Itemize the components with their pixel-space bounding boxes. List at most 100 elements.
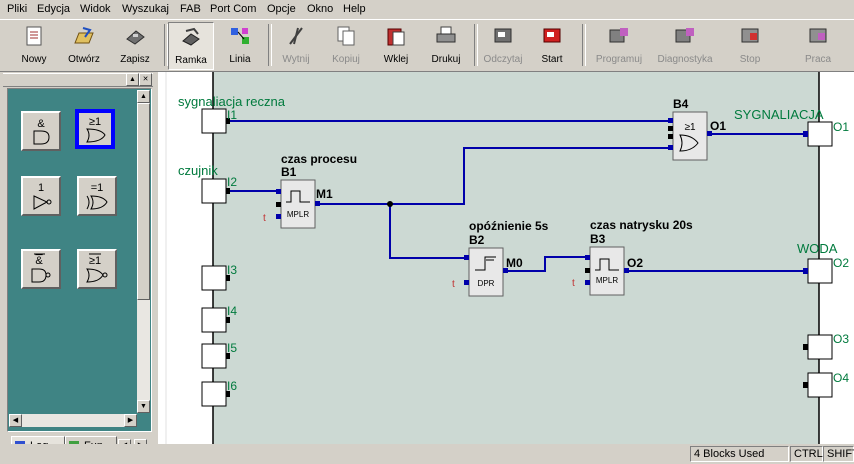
block-b4[interactable]: B4 ≥1 O1 [668, 97, 726, 161]
diagram-canvas[interactable]: I1 I2 I3 I4 I5 I6 sygnaliacja reczna czu… [158, 72, 854, 444]
new-button[interactable]: Nowy [12, 22, 56, 68]
menu-help[interactable]: Help [343, 3, 366, 15]
input-name-i1: sygnaliacja reczna [178, 94, 286, 109]
open-button[interactable]: Otwórz [62, 22, 106, 68]
input-terminal-i1[interactable] [201, 108, 227, 134]
block-b4-body [672, 111, 708, 161]
pin [226, 118, 230, 124]
frame-button[interactable]: Ramka [168, 22, 214, 70]
open-folder-icon [74, 27, 94, 44]
save-label: Zapisz [120, 54, 150, 65]
menu-widok[interactable]: Widok [80, 3, 111, 15]
read-button[interactable]: Odczytaj [478, 22, 528, 68]
input-terminal-i4[interactable] [201, 307, 227, 333]
menu-fab[interactable]: FAB [180, 3, 201, 15]
scroll-up-icon[interactable]: ▲ [137, 90, 150, 103]
output-id-o4: O4 [833, 371, 849, 385]
pin [707, 131, 712, 136]
run-button[interactable]: Praca [796, 22, 840, 68]
input-terminal-i6[interactable] [201, 381, 227, 407]
program-device-icon [609, 28, 628, 43]
stop-icon [741, 28, 759, 43]
output-id-o2: O2 [833, 256, 849, 270]
line-button[interactable]: Linia [218, 22, 262, 68]
copy-icon [337, 26, 355, 46]
pulse-icon [286, 190, 310, 203]
save-button[interactable]: Zapisz [113, 22, 157, 68]
block-b2-type: DPR [478, 279, 495, 288]
or-gate-button[interactable]: ≥1 [75, 109, 115, 149]
nor-gate-button[interactable]: ≥1 [77, 249, 117, 289]
pin [226, 317, 230, 323]
sidebar-grip [3, 73, 153, 87]
block-b2[interactable]: opóźnienie 5s B2 DPR t M0 [452, 219, 549, 297]
menu-wyszukaj[interactable]: Wyszukaj [122, 3, 169, 15]
input-terminal-i5[interactable] [201, 343, 227, 369]
block-b1-type: MPLR [287, 210, 309, 219]
menu-port-com[interactable]: Port Com [210, 3, 257, 15]
sidebar-close-icon[interactable]: ✕ [139, 73, 152, 86]
program-button[interactable]: Programuj [590, 22, 648, 68]
output-terminal-o3[interactable] [807, 334, 833, 360]
run-label: Praca [804, 54, 832, 65]
wire-m0-b3 [503, 256, 586, 272]
paste-button[interactable]: Wklej [374, 22, 418, 68]
palette-hscrollbar[interactable]: ◀ ▶ [9, 414, 137, 427]
not-gate-label: 1 [38, 182, 44, 194]
and-gate-icon: & [33, 118, 50, 145]
palette-scrollbar[interactable]: ▲ ▼ [137, 90, 150, 413]
block-b2-id: B2 [469, 233, 485, 247]
print-button[interactable]: Drukuj [424, 22, 468, 68]
copy-button[interactable]: Kopiuj [324, 22, 368, 68]
pin [226, 275, 230, 281]
and-gate-label: & [37, 118, 45, 130]
block-b3[interactable]: czas natrysku 20s B3 MPLR t O2 [572, 218, 693, 296]
cut-button[interactable]: Wytnij [274, 22, 318, 68]
line-label: Linia [229, 54, 251, 65]
toolbar: Nowy Otwórz Zapisz Ramka Linia Wytnij Ko… [0, 19, 854, 72]
diagnostics-button[interactable]: Diagnostyka [652, 22, 718, 68]
input-id-i5: I5 [227, 341, 237, 355]
stop-button[interactable]: Stop [728, 22, 772, 68]
block-b1[interactable]: czas procesu B1 MPLR t M1 [263, 152, 357, 229]
menu-okno[interactable]: Okno [307, 3, 334, 15]
cut-scissors-icon [289, 27, 303, 45]
palette-scroll-thumb[interactable] [137, 103, 150, 300]
sidebar-maximize-icon[interactable]: ▲ [126, 73, 139, 86]
output-name-o2: WODA [797, 241, 838, 256]
menu-opcje[interactable]: Opcje [267, 3, 296, 15]
block-b4-type: ≥1 [684, 122, 695, 133]
scroll-left-icon[interactable]: ◀ [9, 414, 22, 427]
block-b3-type: MPLR [596, 276, 618, 285]
not-gate-button[interactable]: 1 [21, 176, 61, 216]
pin [276, 214, 281, 219]
stop-label: Stop [739, 54, 761, 65]
scroll-down-icon[interactable]: ▼ [137, 400, 150, 413]
toolbar-separator [582, 24, 586, 66]
pin [226, 391, 230, 397]
block-b3-out: O2 [627, 256, 643, 270]
scroll-right-icon[interactable]: ▶ [124, 414, 137, 427]
xor-gate-button[interactable]: =1 [77, 176, 117, 216]
menu-edycja[interactable]: Edycja [37, 3, 71, 15]
pin [226, 353, 230, 359]
input-terminal-i3[interactable] [201, 265, 227, 291]
input-id-i1: I1 [227, 108, 237, 122]
nand-gate-button[interactable]: & [21, 249, 61, 289]
output-terminal-o1[interactable] [807, 121, 833, 147]
toolbar-separator [164, 24, 168, 66]
and-gate-button[interactable]: & [21, 111, 61, 151]
print-label: Drukuj [431, 54, 461, 65]
pin [624, 268, 629, 273]
start-button[interactable]: Start [530, 22, 574, 68]
output-terminal-o4[interactable] [807, 372, 833, 398]
pin [668, 145, 673, 150]
input-terminal-i2[interactable] [201, 178, 227, 204]
new-label: Nowy [21, 54, 47, 65]
pin [464, 280, 469, 285]
print-icon [436, 26, 456, 43]
save-disk-icon [126, 30, 145, 45]
menu-pliki[interactable]: Pliki [7, 3, 28, 15]
not-gate-icon: 1 [33, 182, 52, 210]
output-terminal-o2[interactable] [807, 258, 833, 284]
